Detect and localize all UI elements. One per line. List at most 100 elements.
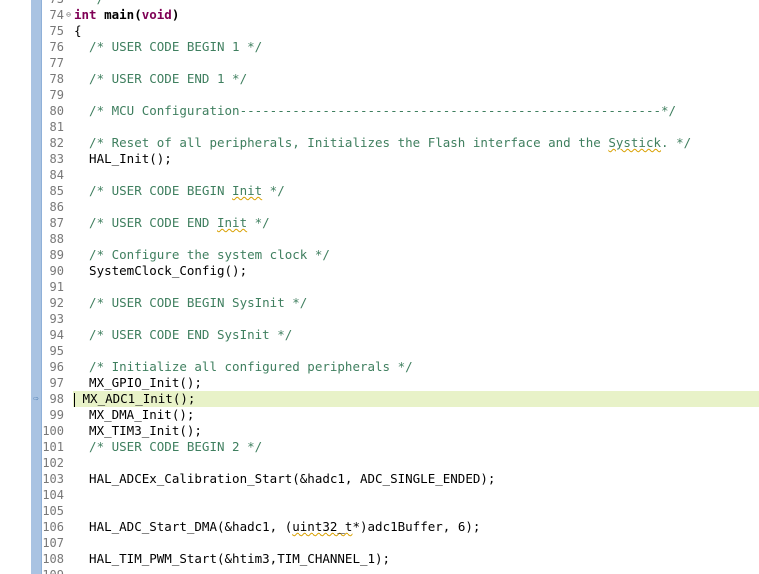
line-number: 75	[49, 24, 64, 38]
code-text: /* USER CODE BEGIN SysInit */	[73, 295, 759, 311]
code-line[interactable]: 102	[0, 455, 759, 471]
line-number: 91	[49, 280, 64, 294]
code-line[interactable]: 80 /* MCU Configuration-----------------…	[0, 103, 759, 119]
code-text: MX_ADC1_Init();	[73, 391, 759, 407]
code-token: void	[141, 7, 172, 22]
code-text: /* USER CODE END 1 */	[73, 71, 759, 87]
code-line[interactable]: 75 {	[0, 23, 759, 39]
code-line[interactable]: 76 /* USER CODE BEGIN 1 */	[0, 39, 759, 55]
code-token: /* USER CODE BEGIN 2 */	[74, 439, 263, 454]
code-token: {	[74, 23, 82, 38]
code-line[interactable]: 73 */	[0, 0, 759, 7]
code-token: */	[247, 215, 270, 230]
code-text: /* Reset of all peripherals, Initializes…	[73, 135, 759, 151]
code-line[interactable]: 85 /* USER CODE BEGIN Init */	[0, 183, 759, 199]
code-text: HAL_ADC_Start_DMA(&hadc1, (uint32_t*)adc…	[73, 519, 759, 535]
code-line-current[interactable]: ⇨ 98 MX_ADC1_Init();	[0, 391, 759, 407]
code-line[interactable]: 88	[0, 231, 759, 247]
code-line[interactable]: 86	[0, 199, 759, 215]
line-number: 100	[42, 424, 64, 438]
code-token: /* Reset of all peripherals, Initializes…	[74, 135, 609, 150]
code-token: HAL_ADC_Start_DMA(&hadc1, (	[74, 519, 293, 534]
code-token: /* USER CODE BEGIN 1 */	[74, 39, 263, 54]
code-line[interactable]: 83 HAL_Init();	[0, 151, 759, 167]
line-number: 92	[49, 296, 64, 310]
code-text: MX_DMA_Init();	[73, 407, 759, 423]
line-number: 74	[49, 8, 64, 22]
line-number: 109	[41, 567, 64, 574]
code-line[interactable]: 84	[0, 167, 759, 183]
code-text: int main(void)	[73, 7, 759, 23]
code-token: main(	[96, 7, 142, 22]
marker-gutter[interactable]	[0, 0, 31, 574]
code-line[interactable]: 97 MX_GPIO_Init();	[0, 375, 759, 391]
line-number: 99	[49, 408, 64, 422]
code-token: HAL_ADCEx_Calibration_Start(&hadc1, ADC_…	[74, 471, 496, 486]
code-text: /* USER CODE END Init */	[73, 215, 759, 231]
line-number: 79	[49, 88, 64, 102]
code-text: /* USER CODE BEGIN 1 */	[73, 39, 759, 55]
code-text: MX_GPIO_Init();	[73, 375, 759, 391]
code-line[interactable]: 107	[0, 535, 759, 551]
code-token: HAL_TIM_PWM_Start(&htim3,TIM_CHANNEL_1);	[74, 551, 391, 566]
code-text: HAL_Init();	[73, 151, 759, 167]
code-line[interactable]: 93	[0, 311, 759, 327]
code-line[interactable]: 106 HAL_ADC_Start_DMA(&hadc1, (uint32_t*…	[0, 519, 759, 535]
code-token: MX_GPIO_Init();	[74, 375, 202, 390]
code-line[interactable]: 108 HAL_TIM_PWM_Start(&htim3,TIM_CHANNEL…	[0, 551, 759, 567]
line-number: 107	[42, 536, 64, 550]
code-line[interactable]: 77	[0, 55, 759, 71]
line-number: 83	[49, 152, 64, 166]
line-number: 104	[42, 488, 64, 502]
code-line[interactable]: 95	[0, 343, 759, 359]
code-line[interactable]: 79	[0, 87, 759, 103]
line-number: 95	[49, 344, 64, 358]
code-line[interactable]: 96 /* Initialize all configured peripher…	[0, 359, 759, 375]
code-line[interactable]: 91	[0, 279, 759, 295]
line-number: 98	[49, 392, 64, 406]
code-token: /* Configure the system clock */	[74, 247, 330, 262]
code-token: MX_ADC1_Init();	[75, 391, 196, 406]
code-token: HAL_Init();	[74, 151, 172, 166]
code-token: MX_TIM3_Init();	[74, 423, 202, 438]
line-number: 82	[49, 136, 64, 150]
line-number: 108	[42, 552, 64, 566]
code-token: Init	[217, 215, 248, 230]
overview-ruler[interactable]	[31, 0, 42, 574]
code-line[interactable]: 99 MX_DMA_Init();	[0, 407, 759, 423]
code-line[interactable]: 105	[0, 503, 759, 519]
code-token: int	[74, 7, 97, 22]
code-token: /* USER CODE BEGIN	[74, 183, 233, 198]
code-line[interactable]: 94 /* USER CODE END SysInit */	[0, 327, 759, 343]
code-line[interactable]: 81	[0, 119, 759, 135]
code-line[interactable]: 87 /* USER CODE END Init */	[0, 215, 759, 231]
code-line[interactable]: 90 SystemClock_Config();	[0, 263, 759, 279]
fold-collapse-icon[interactable]: ⊖	[66, 10, 71, 19]
code-text: /* MCU Configuration--------------------…	[73, 103, 759, 119]
line-number: 93	[49, 312, 64, 326]
code-text: HAL_TIM_PWM_Start(&htim3,TIM_CHANNEL_1);	[73, 551, 759, 567]
code-line[interactable]: 103 HAL_ADCEx_Calibration_Start(&hadc1, …	[0, 471, 759, 487]
line-number: 85	[49, 184, 64, 198]
line-number: 78	[49, 72, 64, 86]
code-text: /* USER CODE BEGIN 2 */	[73, 439, 759, 455]
code-text: */	[73, 0, 759, 7]
code-line[interactable]: 82 /* Reset of all peripherals, Initiali…	[0, 135, 759, 151]
code-token: /* Initialize all configured peripherals…	[74, 359, 413, 374]
code-line[interactable]: 92 /* USER CODE BEGIN SysInit */	[0, 295, 759, 311]
code-token: uint32_t	[292, 519, 353, 534]
code-line[interactable]: 74⊖int main(void)	[0, 7, 759, 23]
line-number: 105	[42, 504, 64, 518]
current-instruction-arrow-icon: ⇨	[33, 394, 39, 404]
code-line[interactable]: 104	[0, 487, 759, 503]
code-line[interactable]: 109	[0, 567, 759, 574]
line-number: 86	[49, 200, 64, 214]
code-line[interactable]: 101 /* USER CODE BEGIN 2 */	[0, 439, 759, 455]
code-line[interactable]: 89 /* Configure the system clock */	[0, 247, 759, 263]
code-line[interactable]: 78 /* USER CODE END 1 */	[0, 71, 759, 87]
line-number: 101	[42, 440, 64, 454]
code-line[interactable]: 100 MX_TIM3_Init();	[0, 423, 759, 439]
code-token: Systick	[608, 135, 662, 150]
